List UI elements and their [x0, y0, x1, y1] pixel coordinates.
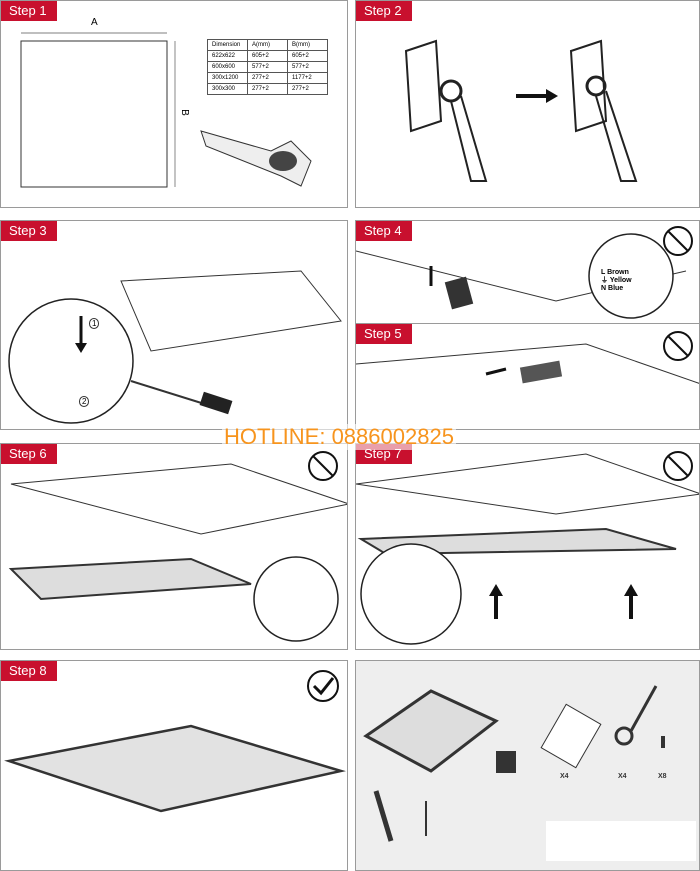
plate-quantity: X4	[560, 773, 569, 780]
table-header: Dimension	[207, 39, 248, 51]
step-tag: Step 6	[1, 444, 57, 464]
step-tag: Step 4	[356, 221, 412, 241]
no-power-icon	[663, 331, 693, 361]
hotline-banner: HOTLINE: 0886002825	[222, 424, 456, 450]
kit-contents-illustration	[363, 685, 696, 861]
step-tag: Step 5	[356, 324, 412, 344]
no-power-icon	[308, 451, 338, 481]
step-2-panel: Step 2	[355, 0, 700, 208]
clip-quantity: X4	[618, 773, 627, 780]
step-3-panel: Step 3 1 2	[0, 220, 348, 430]
wiring-illustration	[356, 226, 693, 319]
table-header: B(mm)	[287, 39, 328, 51]
table-header: A(mm)	[247, 39, 288, 51]
step-tag: Step 8	[1, 661, 57, 681]
step-6-panel: Step 6	[0, 443, 348, 650]
install-clips-illustration	[8, 270, 342, 424]
clip-assembly-illustration	[404, 39, 638, 182]
step-4-panel: Step 4 L Brown ⏚ Yellow N Blue	[355, 220, 700, 325]
check-icon	[307, 670, 339, 702]
step-tag: Step 3	[1, 221, 57, 241]
wiring-legend: L Brown ⏚ Yellow N Blue	[601, 269, 632, 292]
panel-dimensions-illustration	[20, 32, 312, 188]
installed-panel-illustration	[4, 670, 346, 813]
no-power-icon	[663, 226, 693, 256]
no-power-icon	[663, 451, 693, 481]
screw-quantity: X8	[658, 773, 667, 780]
dimension-b-label: B	[178, 109, 190, 116]
kit-contents-panel: X4 X4 X8	[355, 660, 700, 871]
step-tag: Step 1	[1, 1, 57, 21]
connect-panel-illustration	[8, 451, 347, 642]
step-tag: Step 2	[356, 1, 412, 21]
marker-1: 1	[89, 318, 100, 329]
marker-2: 2	[79, 396, 90, 407]
step-8-panel: Step 8	[0, 660, 348, 871]
lift-panel-illustration	[356, 451, 699, 645]
driver-placement-illustration	[356, 331, 699, 384]
step-5-panel: Step 5	[355, 323, 700, 430]
dimension-a-label: A	[91, 17, 98, 28]
step-7-panel: Step 7	[355, 443, 700, 650]
